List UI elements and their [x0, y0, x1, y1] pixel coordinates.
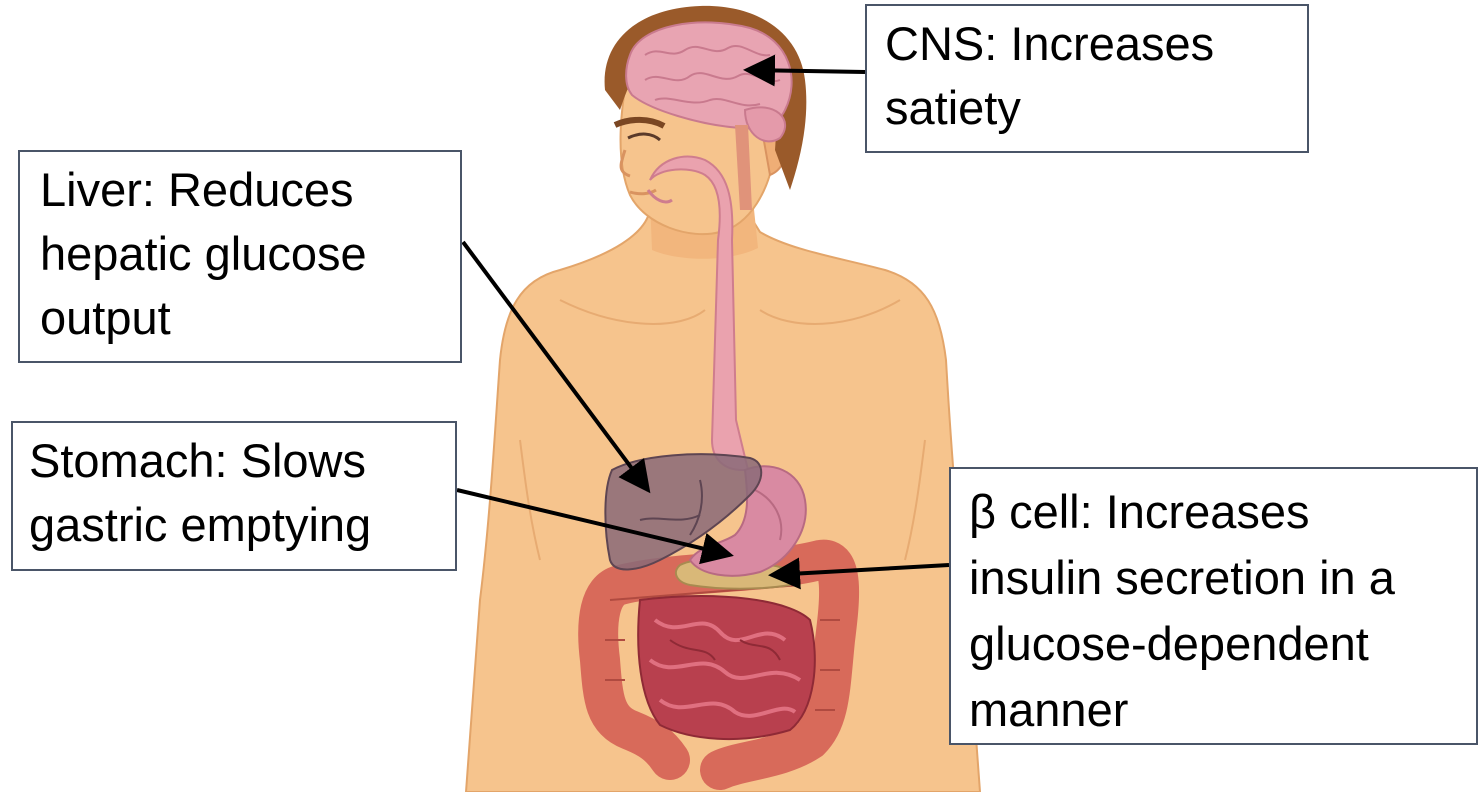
liver-label-box: Liver: Reduces hepatic glucose output — [18, 150, 462, 363]
beta-cell-label-line-3: glucose-dependent — [969, 611, 1462, 677]
stomach-label-line-2: gastric emptying — [29, 493, 441, 557]
stomach-label-line-1: Stomach: Slows — [29, 429, 441, 493]
arrow-cns-to-brain — [747, 70, 865, 72]
cns-label-line-2: satiety — [885, 76, 1293, 140]
small-intestine — [638, 596, 815, 739]
beta-cell-label-line-2: insulin secretion in a — [969, 545, 1462, 611]
cns-label-line-1: CNS: Increases — [885, 12, 1293, 76]
liver-label-line-2: hepatic glucose — [40, 222, 446, 286]
liver-label-line-3: output — [40, 286, 446, 350]
stomach-label-box: Stomach: Slows gastric emptying — [11, 421, 457, 571]
beta-cell-label-line-4: manner — [969, 677, 1462, 743]
beta-cell-label-box: β cell: Increases insulin secretion in a… — [949, 467, 1478, 745]
cns-label-box: CNS: Increases satiety — [865, 4, 1309, 153]
liver-label-line-1: Liver: Reduces — [40, 158, 446, 222]
beta-cell-label-line-1: β cell: Increases — [969, 479, 1462, 545]
